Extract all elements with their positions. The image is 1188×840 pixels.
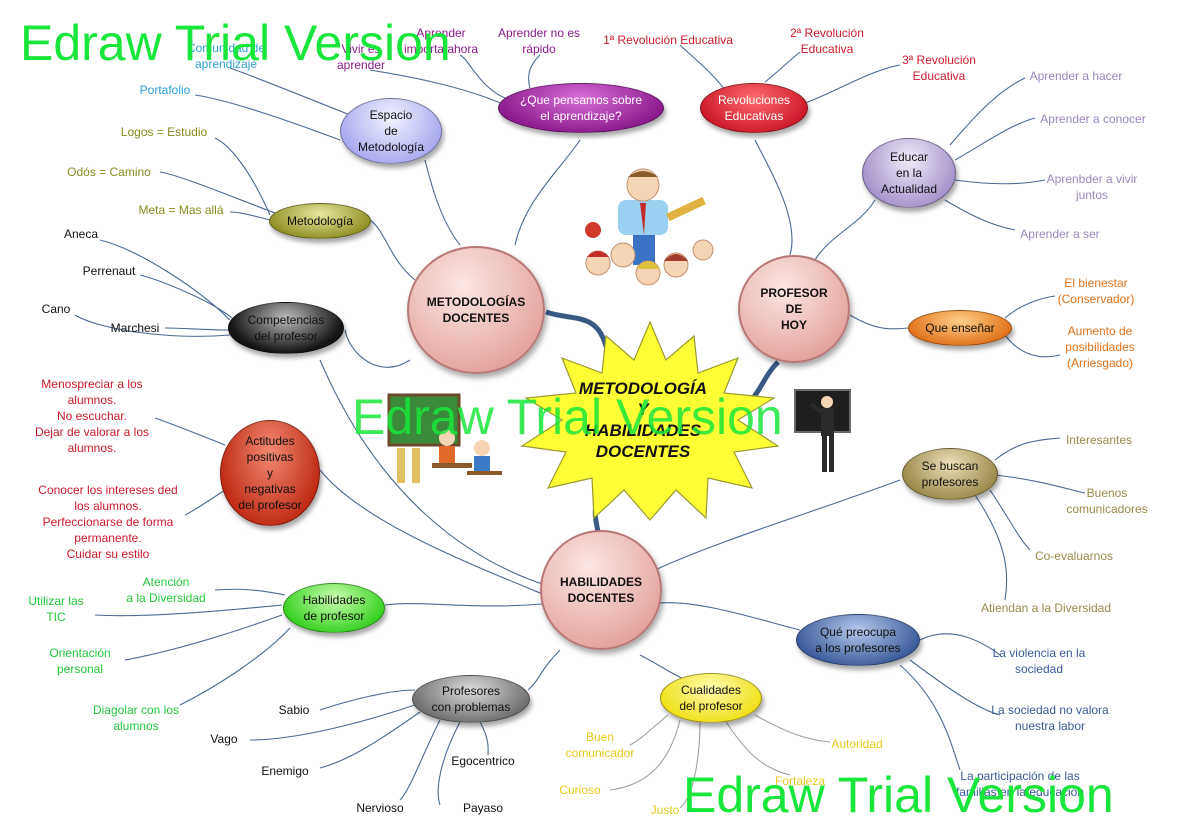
leaf-violencia-sociedad: La violencia en la sociedad xyxy=(992,646,1086,676)
leaf-segunda-revolucion: 2ª Revolución Educativa xyxy=(790,26,864,56)
leaf-aneca: Aneca xyxy=(63,227,99,241)
leaf-justo: Justo xyxy=(650,803,680,817)
leaf-egocentrico: Egocentrico xyxy=(451,754,515,768)
classroom-illustration xyxy=(387,393,502,483)
branch-que-ensenar[interactable]: Que enseñar xyxy=(908,310,1012,346)
branch-revoluciones-educativas[interactable]: Revoluciones Educativas xyxy=(700,83,808,133)
leaf-co-evaluarnos: Co-evaluarnos xyxy=(1034,549,1114,563)
branch-cualidades-profesor[interactable]: Cualidades del profesor xyxy=(660,673,762,723)
leaf-actitudes-negativas: Menospreciar a los alumnos. No escuchar.… xyxy=(34,377,150,455)
leaf-meta-mas-alla: Meta = Mas allá xyxy=(138,203,224,217)
leaf-comunidad-aprendizaje: Comunidad de aprendizaje xyxy=(186,41,266,71)
leaf-aprender-vivir-juntos: Aprenbder a vivir juntos xyxy=(1046,172,1138,202)
branch-educar-actualidad[interactable]: Educar en la Actualidad xyxy=(862,138,956,208)
branch-se-buscan-profesores[interactable]: Se buscan profesores xyxy=(902,448,998,500)
leaf-bienestar-conservador: El bienestar (Conservador) xyxy=(1057,276,1135,306)
leaf-sociedad-no-valora: La sociedad no valora nuestra labor xyxy=(991,703,1109,733)
leaf-nervioso: Nervioso xyxy=(356,801,404,815)
watermark-bottom: Edraw Trial Version xyxy=(683,767,1114,823)
leaf-buenos-comunicadores: Buenos comunicadores xyxy=(1066,486,1148,516)
leaf-interesantes: Interesantes xyxy=(1065,433,1133,447)
children-teacher-illustration xyxy=(585,168,714,286)
branch-actitudes-profesor[interactable]: Actitudes positivas y negativas del prof… xyxy=(220,420,320,526)
leaf-aprender-a-hacer: Aprender a hacer xyxy=(1029,69,1123,83)
leaf-dialogar-alumnos: Diagolar con los alumnos xyxy=(92,703,180,733)
leaf-actitudes-positivas: Conocer los intereses ded los alumnos. P… xyxy=(38,483,178,561)
leaf-primera-revolucion: 1ª Revolución Educativa xyxy=(603,33,733,47)
leaf-tercera-revolucion: 3ª Revolución Educativa xyxy=(902,53,976,83)
leaf-perrenaut: Perrenaut xyxy=(82,264,136,278)
watermark-top: Edraw Trial Version xyxy=(20,15,451,71)
leaf-odos-camino: Odós = Camino xyxy=(67,165,151,179)
hub-habilidades-docentes[interactable]: HABILIDADES DOCENTES xyxy=(540,530,662,650)
leaf-cano: Cano xyxy=(41,302,71,316)
branch-metodologia[interactable]: Metodología xyxy=(269,203,371,239)
leaf-marchesi: Marchesi xyxy=(110,321,160,335)
leaf-payaso: Payaso xyxy=(462,801,504,815)
leaf-aumento-posibilidades: Aumento de posibilidades (Arriesgado) xyxy=(1065,324,1135,370)
leaf-curioso: Curioso xyxy=(559,783,601,797)
leaf-enemigo: Enemigo xyxy=(261,764,309,778)
branch-espacio-metodologia[interactable]: Espacio de Metodología xyxy=(340,98,442,164)
leaf-aprender-a-ser: Aprender a ser xyxy=(1020,227,1100,241)
leaf-vago: Vago xyxy=(210,732,238,746)
leaf-aprender-no-es-rapido: Aprender no es rápido xyxy=(497,26,581,56)
leaf-logos-estudio: Logos = Estudio xyxy=(120,125,208,139)
hub-profesor-de-hoy[interactable]: PROFESOR DE HOY xyxy=(738,255,850,363)
leaf-aprender-a-conocer: Aprender a conocer xyxy=(1040,112,1146,126)
branch-que-pensamos-aprendizaje[interactable]: ¿Que pensamos sobre el aprendizaje? xyxy=(498,83,664,133)
hub-metodologias-docentes[interactable]: METODOLOGÍAS DOCENTES xyxy=(407,246,545,374)
leaf-buen-comunicador: Buen comunicador xyxy=(565,730,635,760)
watermark-middle: Edraw Trial Version xyxy=(352,389,783,445)
leaf-participacion-familias: La participación de las familias en la e… xyxy=(955,769,1085,799)
branch-profesores-con-problemas[interactable]: Profesores con problemas xyxy=(412,675,530,723)
leaf-atiendan-diversidad: Atiendan a la Diversidad xyxy=(980,601,1112,615)
branch-habilidades-de-profesor[interactable]: Habilidades de profesor xyxy=(283,583,385,633)
branch-que-preocupa-profesores[interactable]: Qué preocupa a los profesores xyxy=(796,614,920,666)
leaf-autoridad: Autoridad xyxy=(831,737,883,751)
leaf-utilizar-tic: Utilizar las TIC xyxy=(28,594,84,624)
leaf-sabio: Sabio xyxy=(278,703,310,717)
leaf-aprender-importa-ahora: Aprender importa ahora xyxy=(403,26,479,56)
branch-competencias-profesor[interactable]: Competencias del profesor xyxy=(228,302,344,354)
leaf-vivir-es-aprender: Vivir es aprender xyxy=(336,42,386,72)
leaf-orientacion-personal: Orientación personal xyxy=(49,646,111,676)
center-title[interactable]: METODOLOGÍA Y HABILIDADES DOCENTES xyxy=(578,379,708,461)
leaf-fortaleza: Fortaleza xyxy=(774,774,826,788)
leaf-atencion-diversidad: Atención a la Diversidad xyxy=(126,575,206,605)
center-star-shape xyxy=(520,320,780,521)
teacher-at-blackboard-illustration xyxy=(794,389,851,472)
leaf-portafolio: Portafolio xyxy=(139,83,191,97)
